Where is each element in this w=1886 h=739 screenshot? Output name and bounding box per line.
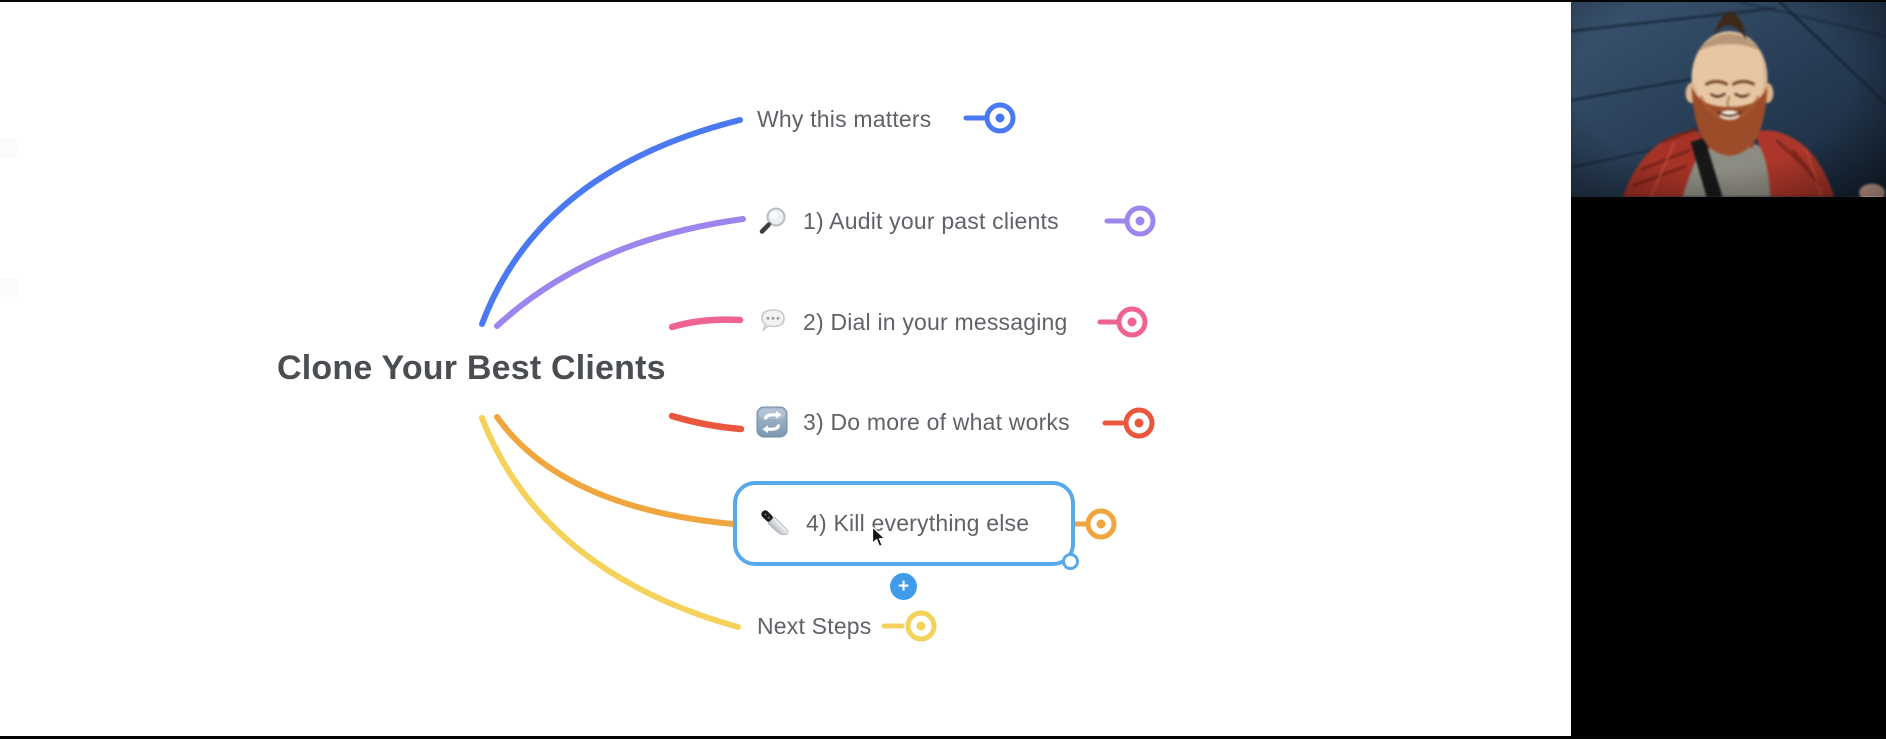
- node-label: Why this matters: [757, 105, 932, 132]
- branch-line-dial: [668, 316, 744, 331]
- branch-line-why: [479, 117, 743, 327]
- branch-line-audit: [494, 216, 746, 329]
- ring-dot: [995, 113, 1005, 123]
- node-label: 1) Audit your past clients: [803, 207, 1059, 234]
- node-kill-everything-else-selected[interactable]: 4) Kill everything else: [733, 481, 1075, 566]
- connector-layer: [479, 102, 1156, 642]
- left-edge-artifact: [0, 138, 17, 158]
- ring-dot: [916, 621, 926, 631]
- collapse-indicator-domore[interactable]: [1123, 407, 1155, 439]
- collapse-indicator-dial[interactable]: [1116, 306, 1148, 338]
- ring-dot: [1127, 317, 1137, 327]
- kitchen-knife-icon: [757, 506, 793, 542]
- ring-dot: [1135, 216, 1145, 226]
- selection-resize-handle[interactable]: [1062, 553, 1079, 570]
- branch-line-domore: [668, 412, 745, 433]
- node-audit-your-past-clients[interactable]: 1) Audit your past clients: [756, 201, 1059, 241]
- ring-dot: [1134, 418, 1144, 428]
- node-label: 2) Dial in your messaging: [803, 308, 1068, 335]
- node-why-this-matters[interactable]: Why this matters: [757, 99, 931, 139]
- screen-bottom-edge: [0, 736, 1886, 739]
- node-label: 4) Kill everything else: [806, 510, 1030, 536]
- left-edge-artifact: [0, 278, 17, 297]
- node-label: Next Steps: [757, 612, 872, 639]
- repeat-loop-icon: [754, 404, 790, 440]
- node-dial-in-your-messaging[interactable]: 2) Dial in your messaging: [756, 302, 1068, 342]
- node-next-steps[interactable]: Next Steps: [757, 606, 872, 646]
- mouse-cursor: [871, 526, 888, 554]
- add-child-button[interactable]: +: [890, 573, 917, 600]
- node-label: 3) Do more of what works: [803, 408, 1070, 435]
- collapse-indicator-why[interactable]: [984, 102, 1016, 134]
- branch-line-kill: [494, 414, 736, 527]
- node-do-more-of-what-works[interactable]: 3) Do more of what works: [754, 402, 1070, 442]
- screen-top-edge: [0, 0, 1886, 2]
- ring-dot: [1096, 519, 1106, 529]
- branch-line-next: [479, 415, 741, 630]
- collapse-indicator-kill[interactable]: [1085, 508, 1117, 540]
- right-panel: [1571, 0, 1886, 739]
- magnifying-glass-icon: [756, 204, 790, 238]
- speech-balloon-icon: [756, 305, 790, 339]
- webcam-video: [1571, 0, 1886, 197]
- collapse-indicator-next[interactable]: [905, 610, 937, 642]
- mindmap-canvas[interactable]: Clone Your Best Clients Why this matters…: [0, 0, 1571, 739]
- collapse-indicator-audit[interactable]: [1124, 205, 1156, 237]
- root-node-title[interactable]: Clone Your Best Clients: [277, 349, 666, 387]
